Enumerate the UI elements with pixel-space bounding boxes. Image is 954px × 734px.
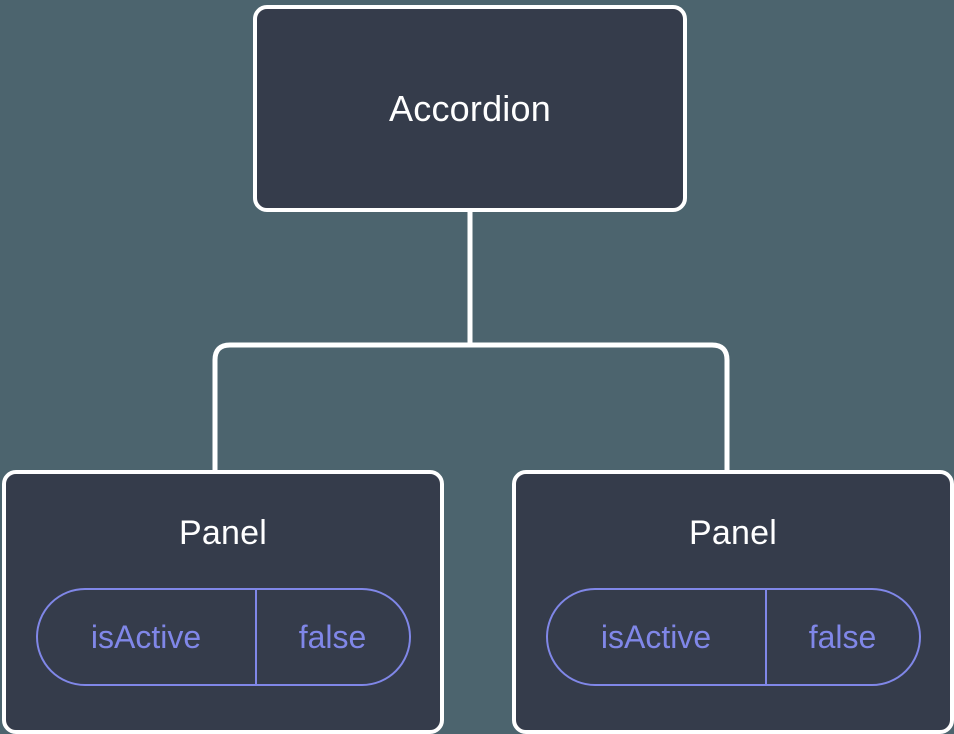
node-accordion[interactable]: Accordion bbox=[253, 5, 687, 212]
prop-pill-is-active-right[interactable]: isActive false bbox=[545, 588, 921, 686]
node-panel-right[interactable]: Panel isActive false bbox=[512, 470, 954, 734]
connector-branch-left bbox=[212, 342, 470, 472]
node-panel-right-title: Panel bbox=[689, 514, 777, 552]
node-panel-left-title: Panel bbox=[179, 514, 267, 552]
prop-pill-is-active-left[interactable]: isActive false bbox=[35, 588, 411, 686]
prop-value-is-active-right: false bbox=[764, 590, 919, 684]
node-accordion-title: Accordion bbox=[389, 87, 551, 129]
prop-value-is-active-left: false bbox=[254, 590, 409, 684]
connector-branch-right bbox=[470, 342, 730, 472]
prop-key-is-active-right: isActive bbox=[600, 619, 712, 655]
node-panel-left[interactable]: Panel isActive false bbox=[2, 470, 444, 734]
prop-key-is-active-left: isActive bbox=[90, 619, 202, 655]
